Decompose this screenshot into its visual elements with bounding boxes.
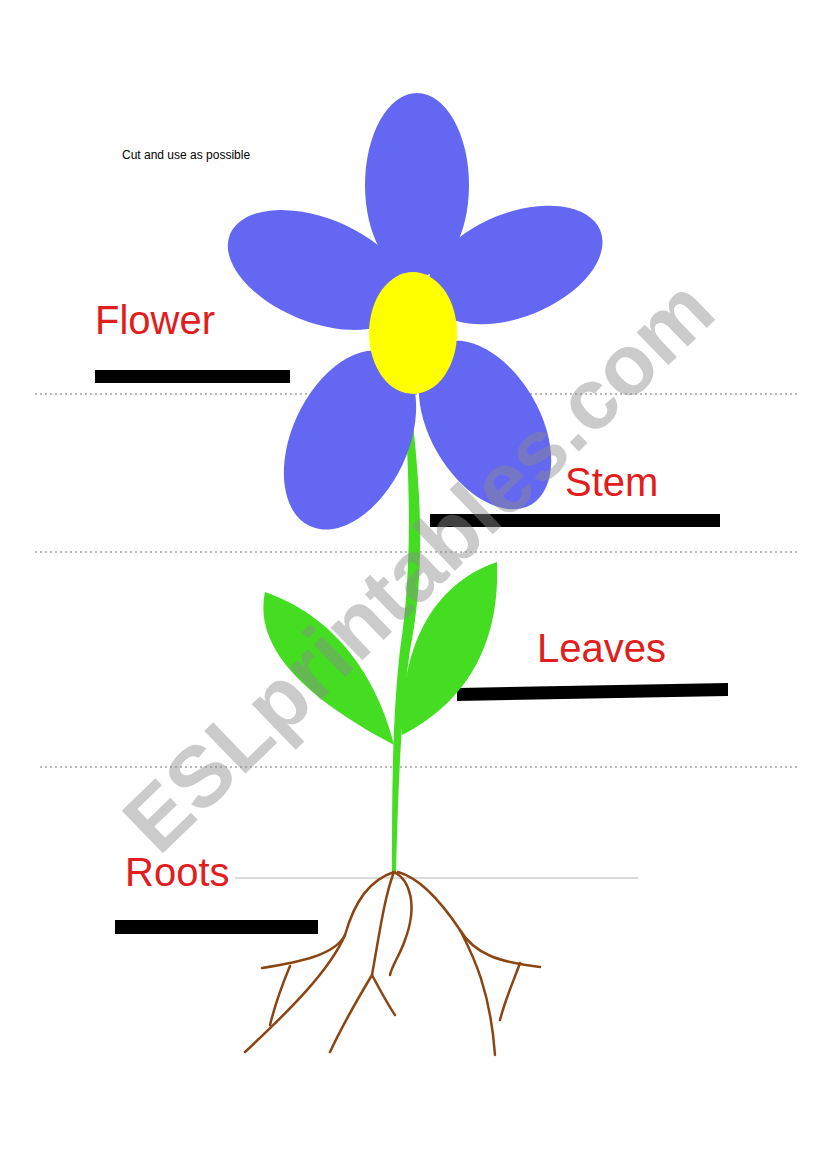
part-label: Flower (95, 300, 215, 340)
answer-bars (95, 370, 728, 934)
part-label: Leaves (537, 628, 666, 668)
roots (245, 872, 540, 1055)
part-label: Roots (125, 852, 230, 892)
note-text: Cut and use as possible (122, 149, 250, 161)
ground-line (235, 877, 638, 879)
